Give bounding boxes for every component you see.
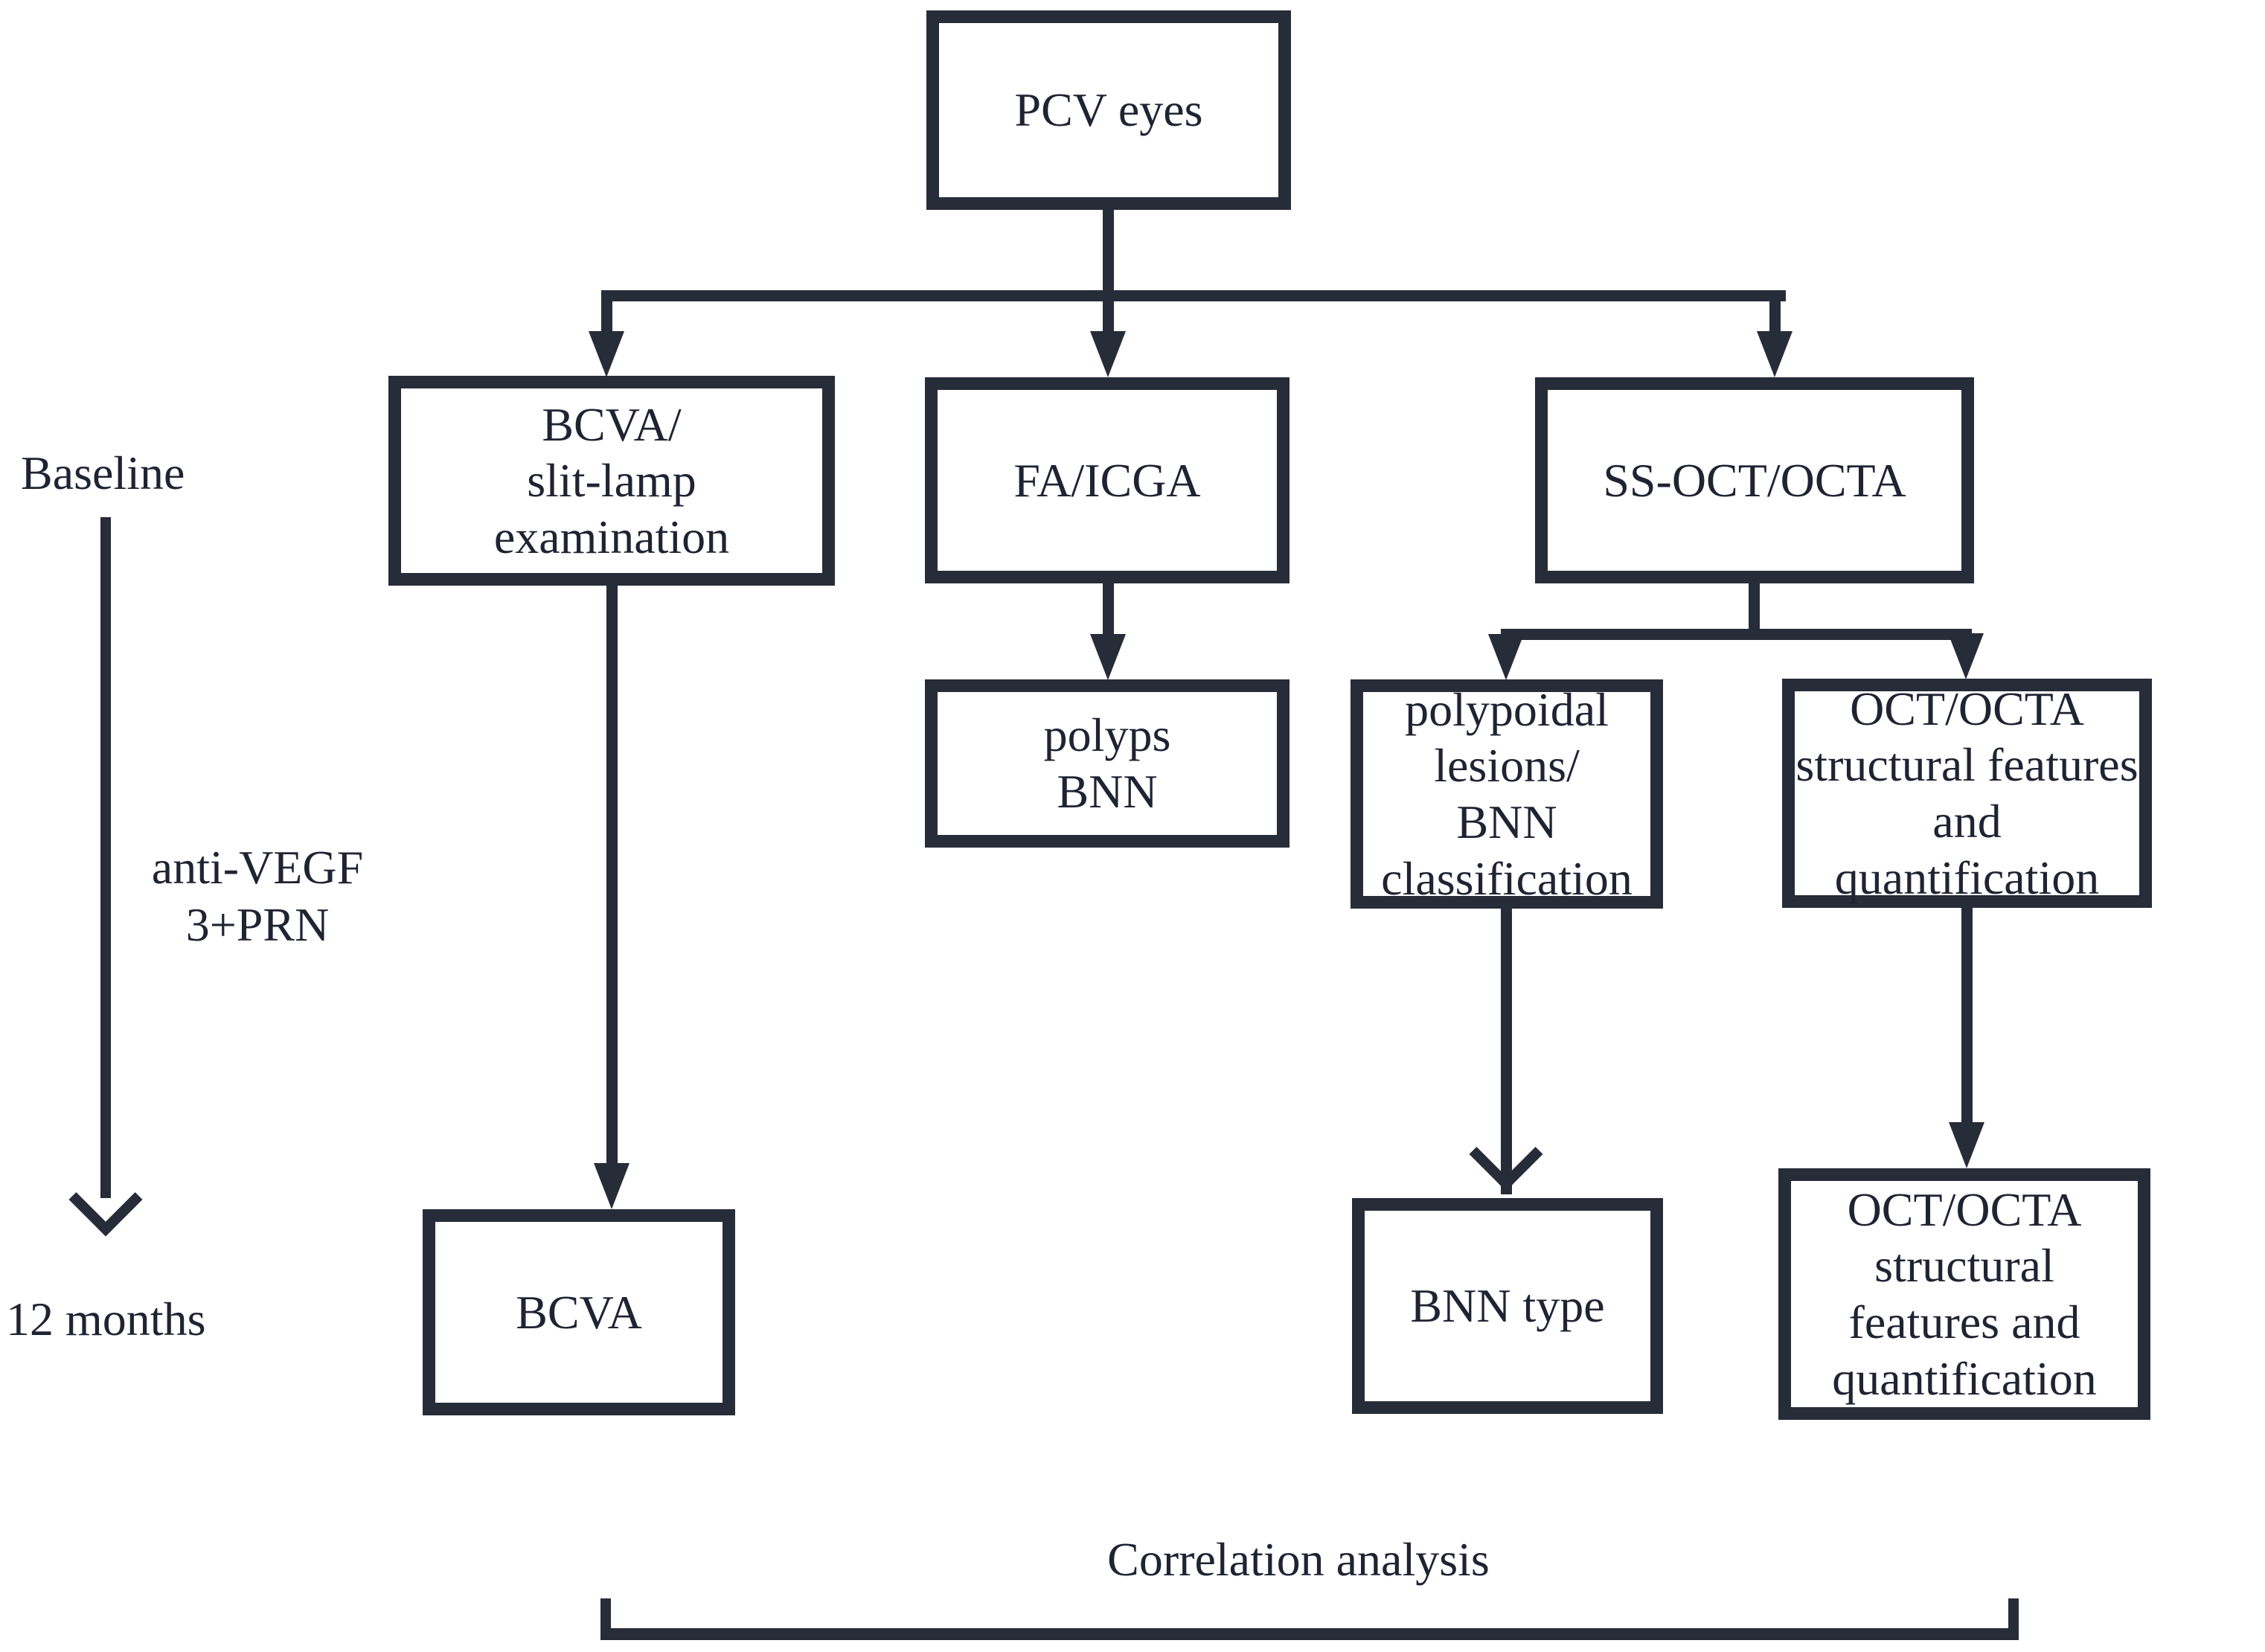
arrowhead-to-polypoidal-lesions xyxy=(1488,634,1524,680)
node-bcva-12-months: BCVA xyxy=(423,1209,735,1415)
arrowhead-to-bcva xyxy=(594,1163,629,1209)
correlation-analysis-label: Correlation analysis xyxy=(1107,1533,1490,1586)
timeline-arrow-line xyxy=(100,517,111,1198)
node-bnn-type: BNN type xyxy=(1352,1198,1663,1414)
connector-pcv-down xyxy=(1103,208,1114,292)
arrowhead-to-polyps-bnn xyxy=(1090,634,1126,680)
connector-stem-middle xyxy=(1103,298,1114,335)
arrowhead-to-fa-icga xyxy=(1090,331,1126,377)
node-polyps-bnn: polyps BNN xyxy=(925,679,1290,848)
anti-vegf-treatment-label: anti-VEGF 3+PRN xyxy=(151,841,364,951)
connector-to-bcva xyxy=(606,586,618,1165)
node-ss-oct-octa: SS-OCT/OCTA xyxy=(1535,377,1974,583)
arrowhead-to-ss-oct-octa xyxy=(1757,331,1793,377)
chevron-arrowhead-timeline xyxy=(68,1162,143,1237)
node-bcva-slit-lamp-examination: BCVA/ slit-lamp examination xyxy=(388,376,835,586)
connector-distributor-horizontal xyxy=(601,290,1786,301)
connector-ss-split-horizontal xyxy=(1501,629,1972,640)
bracket-right-tick xyxy=(2008,1598,2019,1640)
baseline-label: Baseline xyxy=(21,446,185,499)
connector-fa-icga-down xyxy=(1103,583,1114,639)
arrowhead-to-bcva-slit-lamp xyxy=(589,331,624,377)
connector-ss-oct-down xyxy=(1749,583,1760,635)
chevron-arrowhead-to-bnn-type xyxy=(1469,1117,1543,1191)
node-polypoidal-lesions-bnn-classification: polypoidal lesions/ BNN classification xyxy=(1351,679,1663,909)
connector-stem-left xyxy=(601,298,612,335)
twelve-months-label: 12 months xyxy=(6,1293,206,1345)
connector-to-bnn-type xyxy=(1501,909,1512,1194)
node-pcv-eyes: PCV eyes xyxy=(926,10,1291,210)
arrowhead-to-oct-octa-features xyxy=(1948,633,1984,679)
connector-stem-right xyxy=(1769,298,1781,335)
connector-to-oct-octa-features-12m xyxy=(1961,908,1973,1124)
arrowhead-to-oct-octa-features-12m xyxy=(1949,1122,1984,1168)
node-oct-octa-structural-features-12-months: OCT/OCTA structural features and quantif… xyxy=(1778,1168,2150,1420)
node-oct-octa-structural-features: OCT/OCTA structural features and quantif… xyxy=(1782,679,2152,908)
bracket-horizontal-bar xyxy=(600,1628,2019,1640)
node-fa-icga: FA/ICGA xyxy=(925,377,1290,583)
